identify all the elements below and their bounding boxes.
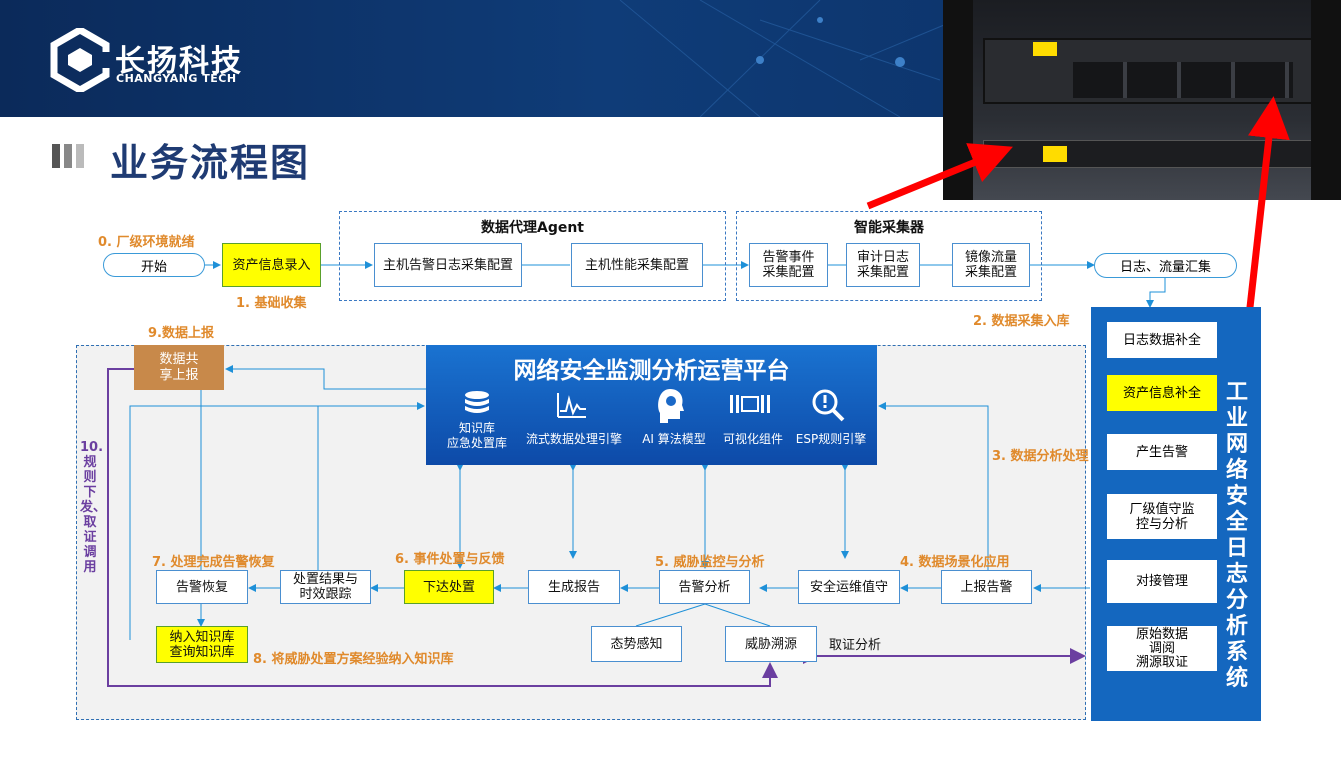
step-7-label: 7. 处理完成告警恢复: [152, 555, 275, 570]
duty-monitor-node: 厂级值守监控与分析: [1107, 494, 1217, 539]
step-6-label: 6. 事件处置与反馈: [395, 552, 505, 567]
platform-title: 网络安全监测分析运营平台: [513, 358, 790, 384]
step-2-label: 2. 数据采集入库: [973, 314, 1070, 329]
ops-duty-node: 安全运维值守: [798, 570, 900, 604]
brand-en: CHANGYANG TECH: [116, 72, 237, 85]
host-perf-node: 主机性能采集配置: [571, 243, 703, 287]
situation-node: 态势感知: [591, 626, 682, 662]
ai-head-icon: [658, 389, 684, 423]
gen-report-node: 生成报告: [528, 570, 620, 604]
step-8-label: 8. 将威胁处置方案经验纳入知识库: [253, 652, 454, 667]
threat-trace-node: 威胁溯源: [725, 626, 817, 662]
collector-group-title: 智能采集器: [854, 220, 924, 236]
step-1-label: 1. 基础收集: [236, 296, 307, 311]
platform-item-stream: 流式数据处理引擎: [525, 432, 622, 446]
platform-item-esp: ESP规则引擎: [795, 432, 867, 446]
log-converge-node: 日志、流量汇集: [1094, 253, 1237, 278]
alarm-recover-node: 告警恢复: [156, 570, 248, 604]
forensic-label: 取证分析: [829, 638, 882, 653]
security-platform: 网络安全监测分析运营平台 知识库 应急处置库 流式数据处理引擎 AI 算法模型 …: [426, 345, 877, 465]
step-10-label: 10.规则下发、取证调用: [80, 440, 107, 575]
result-track-node: 处置结果与时效跟踪: [280, 570, 371, 604]
database-icon: [465, 391, 489, 413]
data-share-node: 数据共享上报: [134, 345, 224, 390]
platform-item-ai: AI 算法模型: [642, 432, 706, 446]
asset-complete-node: 资产信息补全: [1107, 375, 1217, 411]
changyang-logo-icon: [50, 28, 110, 92]
alarm-analysis-node: 告警分析: [659, 570, 750, 604]
step-0-label: 0. 厂级环境就绪: [98, 235, 195, 250]
page-title: 业务流程图: [110, 141, 311, 185]
step-4-label: 4. 数据场景化应用: [900, 555, 1010, 570]
asset-entry-node: 资产信息录入: [222, 243, 321, 287]
search-icon: [812, 389, 845, 422]
step-3-label: 3. 数据分析处理: [992, 449, 1089, 464]
platform-item-kb: 知识库 应急处置库: [446, 421, 507, 450]
title-bars-icon: [52, 144, 92, 168]
gen-alarm-node: 产生告警: [1107, 434, 1217, 470]
report-alarm-node: 上报告警: [941, 570, 1032, 604]
drive-bays: [1073, 62, 1293, 98]
step-5-label: 5. 威胁监控与分析: [655, 555, 765, 570]
dispatch-node: 下达处置: [404, 570, 494, 604]
visual-icon: [730, 395, 770, 413]
agent-group: [339, 211, 726, 301]
knowledge-base-node: 纳入知识库 查询知识库: [156, 626, 248, 663]
raw-data-node: 原始数据 调阅 溯源取证: [1107, 626, 1217, 671]
log-complete-node: 日志数据补全: [1107, 322, 1217, 358]
audit-log-node: 审计日志采集配置: [846, 243, 920, 287]
network-pattern: [619, 0, 981, 117]
system-title: 工业网络安全日志分析系统: [1225, 380, 1248, 691]
rack-rail: [1311, 0, 1341, 200]
label-sticker: [1033, 42, 1057, 56]
brand-cn: 长扬科技: [115, 44, 243, 79]
waveform-icon: [557, 393, 586, 418]
integration-node: 对接管理: [1107, 560, 1217, 603]
platform-item-visual: 可视化组件: [722, 432, 783, 446]
server-unit-2: [983, 140, 1313, 168]
label-sticker-2: [1043, 146, 1067, 162]
collector-group: [736, 211, 1042, 301]
mirror-flow-node: 镜像流量采集配置: [952, 243, 1030, 287]
start-node: 开始: [103, 253, 205, 277]
alarm-event-node: 告警事件采集配置: [749, 243, 828, 287]
step-9-label: 9.数据上报: [148, 326, 214, 341]
agent-group-title: 数据代理Agent: [480, 220, 584, 236]
host-alarm-log-node: 主机告警日志采集配置: [374, 243, 522, 287]
